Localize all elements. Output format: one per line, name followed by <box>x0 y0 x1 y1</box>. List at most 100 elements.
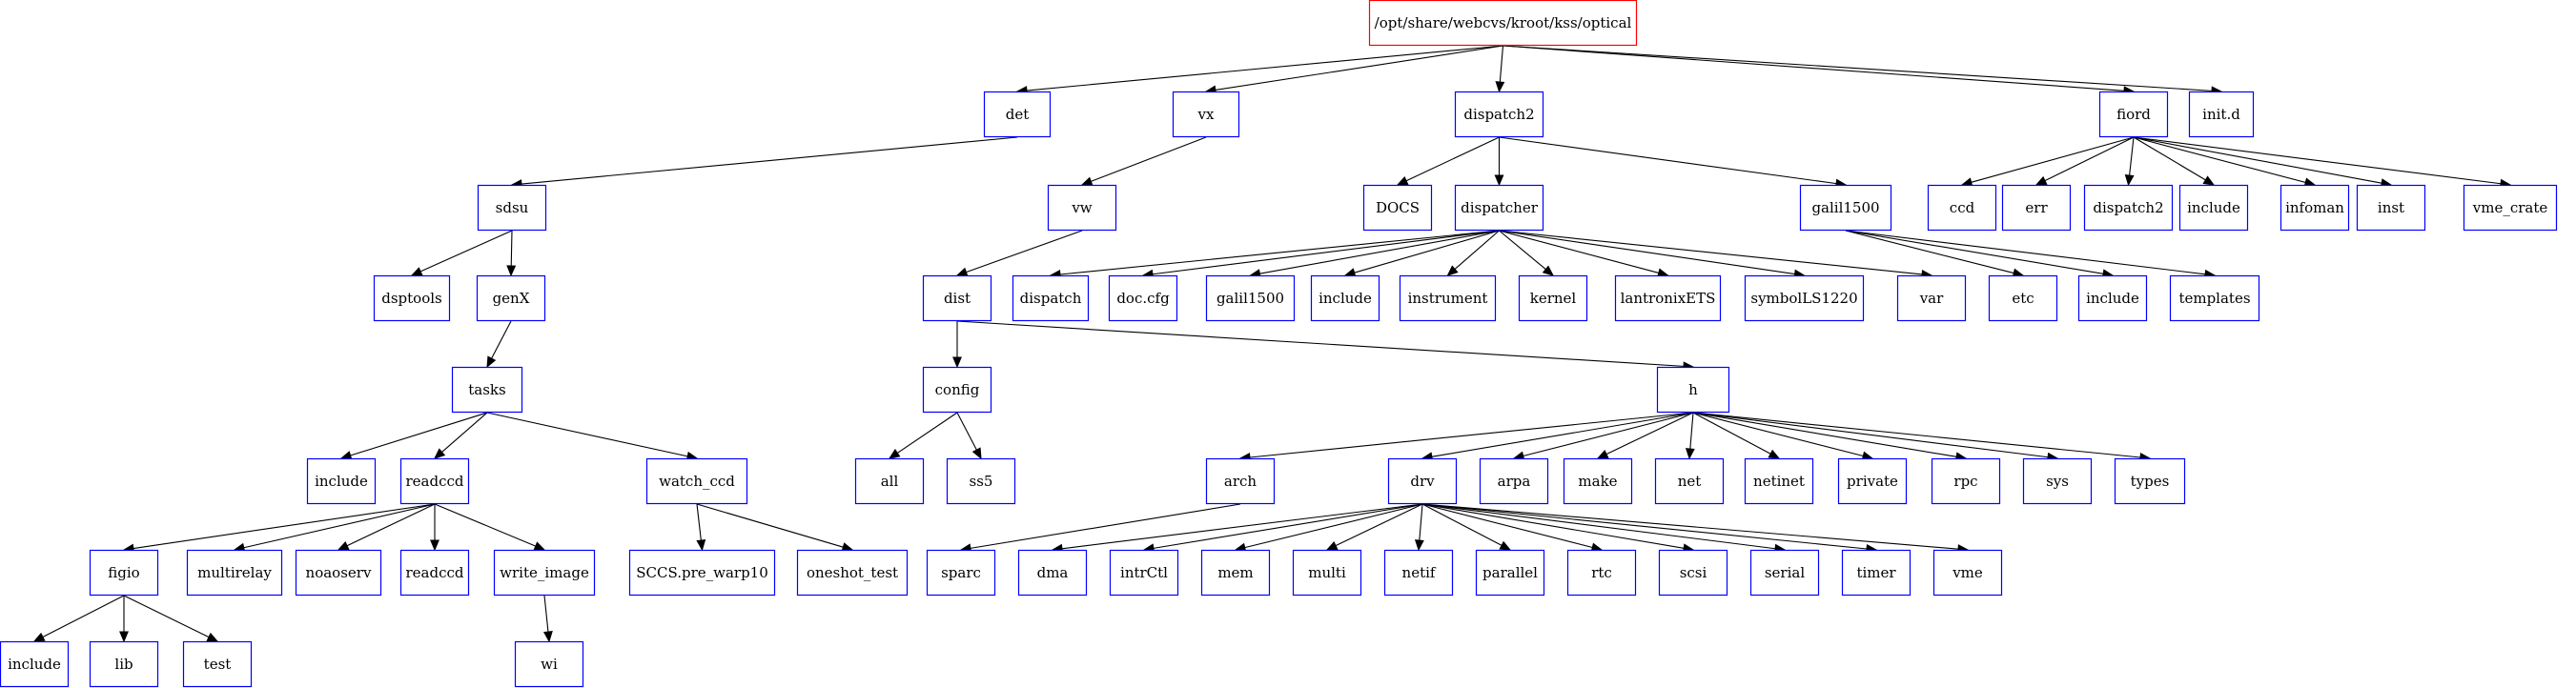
edge-config-ss5 <box>956 412 982 460</box>
edge-line <box>1421 503 1776 550</box>
edge-line <box>1499 230 1659 273</box>
node-readccd: readccd <box>399 457 470 505</box>
edge-line <box>1335 503 1423 547</box>
node-box <box>2169 274 2260 322</box>
edge-line <box>441 412 488 453</box>
node-fdispatch2: dispatch2 <box>2083 184 2174 232</box>
edge-drv-scsi <box>1421 503 1695 554</box>
node-label: net <box>1678 473 1702 490</box>
node-lantronix: lantronixETS <box>1614 274 1722 322</box>
node-initd: init.d <box>2188 91 2255 138</box>
edge-line <box>1692 412 2049 458</box>
node-dispatch2: dispatch2 <box>1454 91 1544 138</box>
node-instrument: instrument <box>1399 274 1497 322</box>
node-label: etc <box>2012 290 2034 307</box>
edge-figio-lib <box>119 596 129 643</box>
node-tasks: tasks <box>451 366 523 414</box>
edge-fiord-ccd <box>1960 136 2135 187</box>
edge-line <box>1503 45 2125 91</box>
edge-line <box>1421 503 1959 550</box>
edge-line <box>1026 45 1503 91</box>
edge-drv-netif <box>1414 503 1424 552</box>
node-netif: netif <box>1383 549 1454 597</box>
edge-line <box>2133 136 2206 181</box>
node-box <box>1927 184 1997 232</box>
node-label: rpc <box>1953 473 1977 490</box>
node-label: figio <box>108 564 139 581</box>
node-kernel: kernel <box>1518 274 1588 322</box>
node-symbol: symbolLS1220 <box>1744 274 1865 322</box>
edge-fiord-fdispatch2 <box>2124 136 2135 187</box>
node-label: DOCS <box>1376 199 1420 216</box>
arrowhead-icon <box>955 267 969 277</box>
node-root: /opt/share/webcvs/kroot/kss/optical <box>1368 0 1638 47</box>
edge-line <box>2133 136 2502 185</box>
arrowhead-icon <box>506 265 517 277</box>
node-box <box>1799 184 1892 232</box>
node-iinclude: include <box>0 640 70 688</box>
edge-line <box>1499 45 1504 83</box>
node-test: test <box>182 640 253 688</box>
edge-h-sys <box>1692 412 2059 462</box>
edge-line <box>1153 503 1423 549</box>
edge-line <box>123 595 210 638</box>
edge-dist-h <box>956 320 1695 372</box>
node-box <box>295 549 382 597</box>
edge-line <box>1249 412 1694 458</box>
node-box <box>1656 366 1730 414</box>
node-sparc: sparc <box>926 549 996 597</box>
edge-vx-vw <box>1080 136 1207 186</box>
node-multirelay: multirelay <box>186 549 283 597</box>
edge-galil1500a-templates <box>1845 230 2217 279</box>
edge-dispatcher-var <box>1499 230 1933 279</box>
node-label: write_image <box>500 564 589 581</box>
node-label: templates <box>2178 290 2250 307</box>
arrowhead-icon <box>971 447 982 460</box>
node-vw: vw <box>1047 184 1117 232</box>
arrowhead-icon <box>1446 265 1459 276</box>
edges-layer <box>32 45 2512 643</box>
node-parallel: parallel <box>1475 549 1545 597</box>
node-box <box>1454 91 1544 138</box>
node-ccd: ccd <box>1927 184 1997 232</box>
edge-line <box>1421 503 1503 546</box>
edge-line <box>2044 136 2135 182</box>
arrowhead-icon <box>1685 448 1695 460</box>
edge-h-net <box>1685 412 1695 460</box>
node-box <box>2356 184 2426 232</box>
edge-h-rpc <box>1692 412 1968 462</box>
node-arch: arch <box>1205 457 1276 505</box>
node-sccs: SCCS.pre_warp10 <box>628 549 776 597</box>
edge-line <box>970 503 1241 549</box>
arrowhead-icon <box>410 267 423 276</box>
edge-fiord-finclude <box>2133 136 2216 186</box>
node-label: h <box>1688 381 1698 398</box>
edge-line <box>1419 503 1423 541</box>
edge-line <box>1354 230 1500 273</box>
node-err: err <box>2001 184 2072 232</box>
edge-sdsu-genx <box>506 230 517 277</box>
node-label: sparc <box>941 564 981 581</box>
node-label: multi <box>1308 564 1346 581</box>
edge-line <box>1059 230 1500 275</box>
edge-readccd-noaoserv <box>337 503 436 551</box>
edge-line <box>434 503 536 547</box>
node-label: sdsu <box>496 199 529 216</box>
node-label: types <box>2131 473 2170 490</box>
node-box <box>2463 184 2558 232</box>
node-label: lib <box>114 656 133 673</box>
node-label: vw <box>1071 199 1092 216</box>
edge-dispatcher-instrument <box>1446 230 1500 276</box>
node-box <box>2114 457 2186 505</box>
node-label: fiord <box>2116 106 2151 123</box>
node-label: config <box>935 381 980 398</box>
edge-drv-intrctl <box>1142 503 1423 554</box>
node-box <box>514 640 584 688</box>
arrowhead-icon <box>339 451 353 460</box>
node-label: galil1500 <box>1216 290 1284 307</box>
node-infoman: infoman <box>2280 184 2350 232</box>
node-label: include <box>1319 290 1372 307</box>
arrowhead-icon <box>2034 175 2048 186</box>
edge-line <box>419 230 513 273</box>
